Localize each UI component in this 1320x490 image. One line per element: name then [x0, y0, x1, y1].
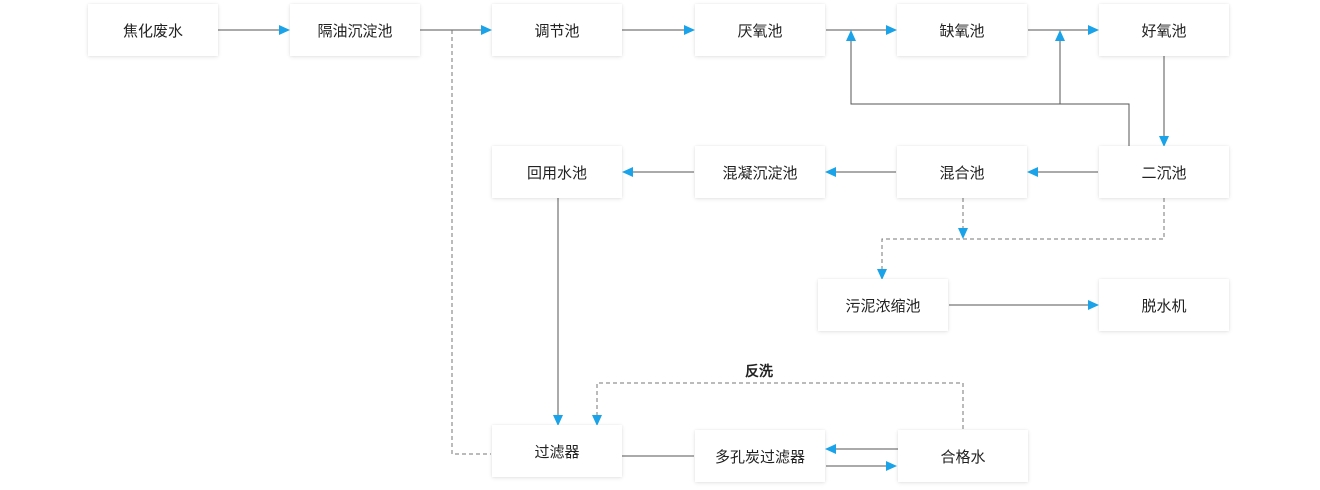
node-coag-sed-tank: 混凝沉淀池 — [695, 146, 825, 198]
edge-return-to-anaerobic — [846, 30, 1130, 146]
node-carbon-filter: 多孔炭过滤器 — [695, 430, 825, 482]
edge-backwash — [592, 382, 964, 429]
backwash-label: 反洗 — [745, 364, 773, 380]
node-qualified-water: 合格水 — [898, 430, 1028, 482]
node-aerobic-tank: 好氧池 — [1099, 4, 1229, 56]
edge-clarifier-sludge — [877, 198, 1165, 280]
edge-oilsep-bypass-to-filter — [451, 30, 491, 455]
node-coking-wastewater: 焦化废水 — [88, 4, 218, 56]
node-sludge-thickener: 污泥浓缩池 — [818, 279, 948, 331]
node-anaerobic-tank: 厌氧池 — [695, 4, 825, 56]
node-filter: 过滤器 — [492, 425, 622, 477]
node-regulating-tank: 调节池 — [492, 4, 622, 56]
node-secondary-clarifier: 二沉池 — [1099, 146, 1229, 198]
node-reuse-tank: 回用水池 — [492, 146, 622, 198]
node-oil-separation-tank: 隔油沉淀池 — [290, 4, 420, 56]
node-mixing-tank: 混合池 — [897, 146, 1027, 198]
node-anoxic-tank: 缺氧池 — [897, 4, 1027, 56]
node-dewatering-machine: 脱水机 — [1099, 279, 1229, 331]
